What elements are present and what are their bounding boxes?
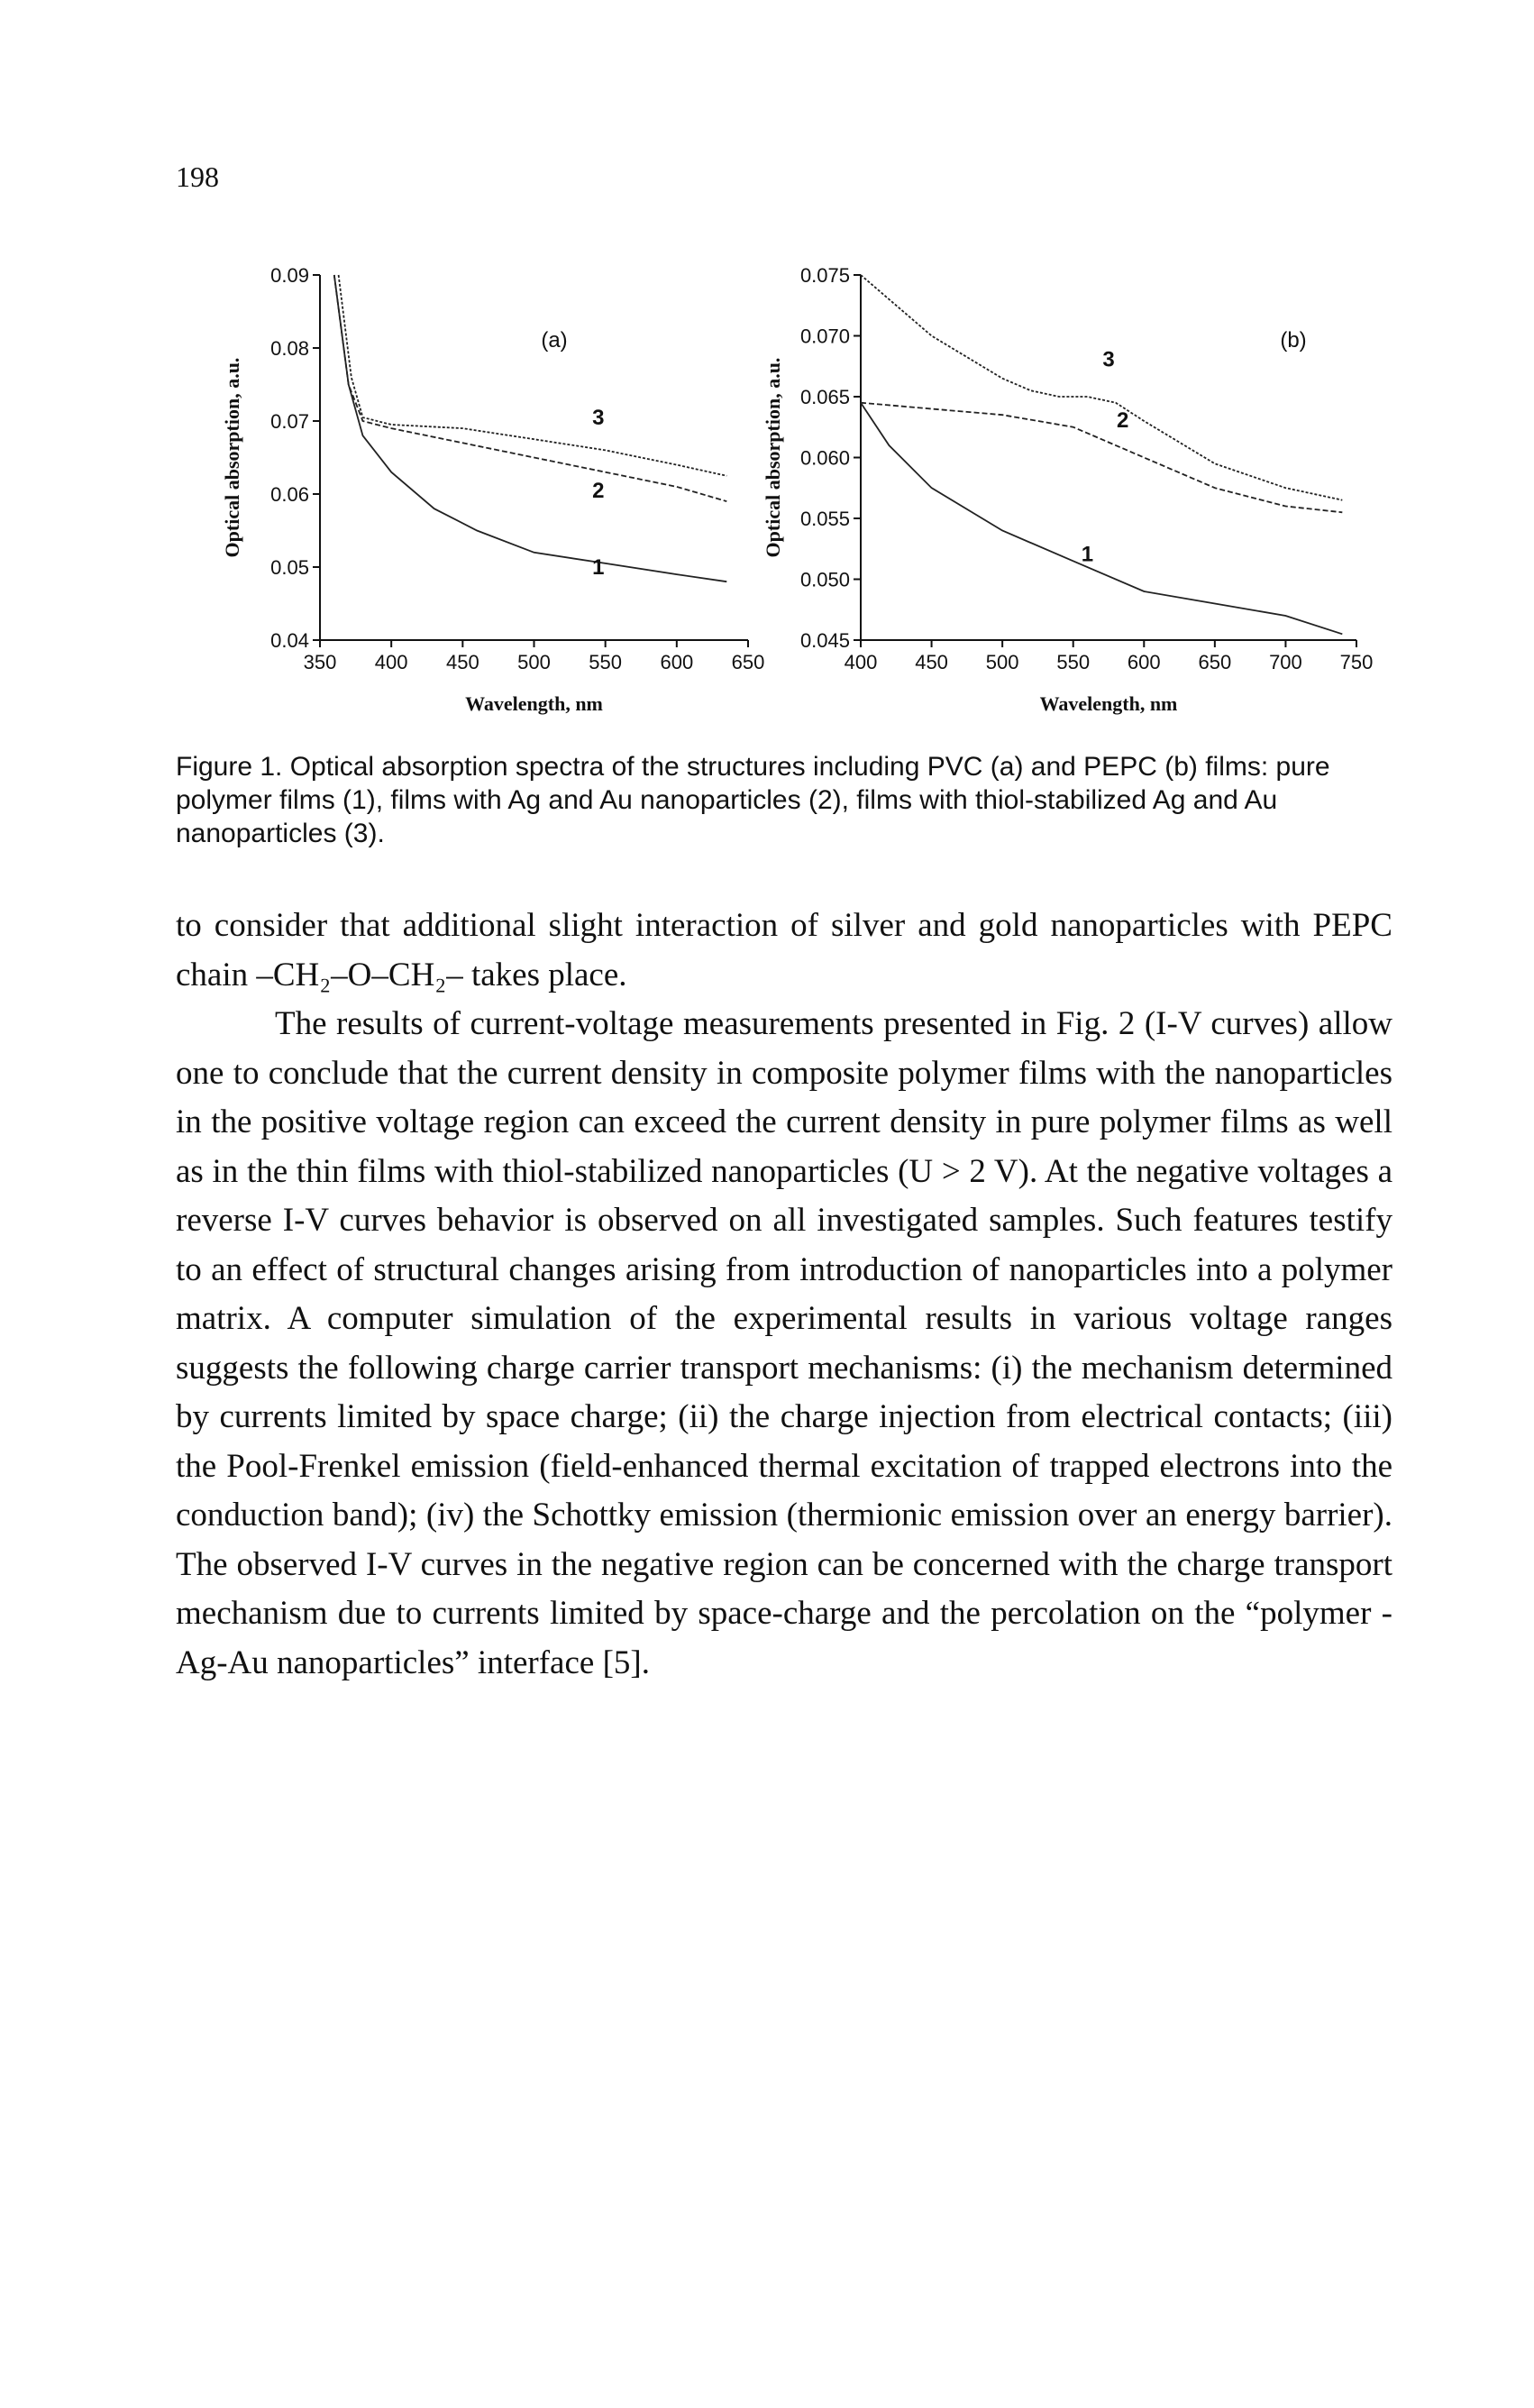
- y-tick-label: 0.070: [800, 325, 850, 348]
- x-tick-label: 350: [304, 651, 337, 673]
- x-tick-label: 700: [1269, 651, 1302, 673]
- y-tick-label: 0.04: [270, 629, 309, 652]
- series-line-3: [337, 274, 727, 477]
- y-axis-title: Optical absorption, a.u.: [221, 358, 243, 558]
- y-tick-label: 0.055: [800, 508, 850, 530]
- x-tick-label: 450: [446, 651, 479, 673]
- x-axis-title: Wavelength, nm: [465, 692, 603, 715]
- curve-label-3: 3: [1102, 347, 1114, 371]
- y-axis-title: Optical absorption, a.u.: [762, 358, 784, 558]
- y-tick-label: 0.05: [270, 556, 309, 579]
- page-number: 198: [176, 160, 219, 193]
- series-line-1: [860, 402, 1343, 636]
- curve-label-1: 1: [592, 555, 604, 580]
- figure-1: 350 400 450 500 550 600 650 0.04 0.05 0.06 0.07 0.0…: [176, 257, 1383, 744]
- x-tick-label: 750: [1340, 651, 1374, 673]
- body-text: to consider that additional slight inter…: [176, 902, 1392, 1688]
- panel-label: (a): [541, 328, 567, 353]
- x-tick-label: 600: [1128, 651, 1161, 673]
- y-tick-label: 0.075: [800, 264, 850, 287]
- x-tick-label: 650: [1198, 651, 1231, 673]
- chart-panel-a: 350 400 450 500 550 600 650 0.04 0.05 0.06 0.07 0.0…: [221, 264, 765, 715]
- paragraph-continuation: to consider that additional slight inter…: [176, 907, 1392, 993]
- y-tick-label: 0.09: [270, 264, 309, 287]
- x-tick-label: 500: [517, 651, 551, 673]
- curve-label-1: 1: [1082, 542, 1093, 566]
- y-tick-label: 0.045: [800, 629, 850, 652]
- curve-label-2: 2: [592, 479, 604, 503]
- panel-label: (b): [1280, 328, 1306, 353]
- y-tick-label: 0.07: [270, 410, 309, 433]
- series-line-2: [333, 274, 727, 502]
- paragraph-iv-results: The results of current-voltage measureme…: [176, 1005, 1392, 1681]
- y-tick-label: 0.065: [800, 386, 850, 408]
- curve-label-2: 2: [1117, 408, 1128, 433]
- x-axis-title: Wavelength, nm: [1040, 692, 1178, 715]
- x-tick-label: 400: [375, 651, 408, 673]
- y-tick-label: 0.050: [800, 569, 850, 591]
- series-line-2: [860, 401, 1343, 514]
- x-tick-label: 550: [589, 651, 622, 673]
- y-tick-label: 0.060: [800, 447, 850, 470]
- x-tick-label: 500: [986, 651, 1019, 673]
- series-line-3: [860, 274, 1343, 501]
- x-tick-label: 400: [845, 651, 878, 673]
- curve-label-3: 3: [592, 406, 604, 430]
- series-line-1: [333, 274, 727, 583]
- chart-panel-b: 400 450 500 550 600 650 700 750 0.045 0.050 0.055 0…: [762, 264, 1374, 715]
- x-tick-label: 550: [1056, 651, 1090, 673]
- y-tick-label: 0.08: [270, 337, 309, 360]
- figure-caption: Figure 1. Optical absorption spectra of …: [176, 752, 1330, 848]
- y-tick-label: 0.06: [270, 483, 309, 506]
- x-tick-label: 650: [732, 651, 765, 673]
- x-tick-label: 450: [915, 651, 948, 673]
- x-tick-label: 600: [660, 651, 693, 673]
